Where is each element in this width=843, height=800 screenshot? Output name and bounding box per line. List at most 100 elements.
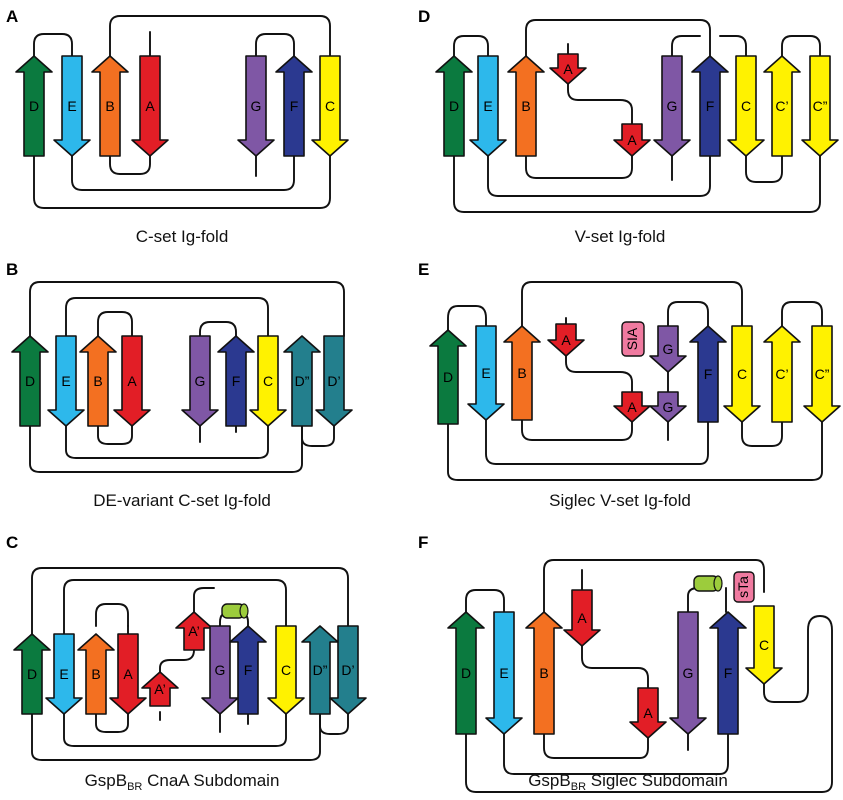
strand-a: A: [131, 55, 169, 157]
strand-b: B: [503, 325, 541, 421]
strand-label: F: [704, 366, 713, 382]
strand-label: B: [517, 365, 526, 381]
strand-arrow: [329, 625, 367, 715]
strand-b: B: [91, 55, 129, 157]
strand-a: A: [613, 123, 651, 157]
strand-label: B: [539, 665, 548, 681]
strand-label: E: [67, 98, 76, 114]
strand-label: E: [499, 665, 508, 681]
strand-arrow: [175, 611, 213, 651]
panel-b-caption: DE-variant C-set Ig-fold: [93, 491, 271, 510]
strand-label: A: [563, 61, 573, 77]
strand-arrow: [691, 55, 729, 157]
strand-label: A: [643, 705, 653, 721]
sia-ligand-box: SIA: [621, 321, 645, 357]
strand-arrow: [181, 335, 219, 427]
strand-arrow: [267, 625, 305, 715]
strand-arrow: [727, 55, 765, 157]
strand-label: A: [627, 132, 637, 148]
strand-d: D: [447, 611, 485, 735]
strand-c: C’: [763, 325, 801, 423]
strand-label: D: [27, 666, 37, 682]
strand-arrow: [763, 325, 801, 423]
strand-arrow: [217, 335, 255, 427]
strand-arrow: [803, 325, 841, 423]
strand-g: G: [201, 625, 239, 715]
strand-a: A’: [141, 671, 179, 707]
strand-arrow: [525, 611, 563, 735]
strand-arrow: [547, 323, 585, 357]
strand-label: B: [521, 98, 530, 114]
strand-a: A: [549, 53, 587, 85]
strand-label: C: [263, 373, 273, 389]
strand-label: C: [325, 98, 335, 114]
helix-icon: [221, 603, 249, 619]
strand-d: D: [435, 55, 473, 157]
strand-label: D: [25, 373, 35, 389]
strand-label: F: [244, 662, 253, 678]
panel-e-letter: E: [418, 260, 429, 279]
strand-b: B: [525, 611, 563, 735]
strand-e: E: [485, 611, 523, 735]
strand-f: F: [217, 335, 255, 427]
strand-label: C: [281, 662, 291, 678]
strand-label: D: [443, 369, 453, 385]
strand-g: G: [181, 335, 219, 427]
strand-label: G: [663, 399, 674, 415]
strand-arrow: [79, 335, 117, 427]
strand-e: E: [53, 55, 91, 157]
strand-label: A’: [188, 623, 199, 639]
strand-g: G: [669, 611, 707, 735]
strand-arrow: [503, 325, 541, 421]
strand-arrow: [709, 611, 747, 735]
strand-label: G: [215, 662, 226, 678]
strand-a: A: [563, 589, 601, 647]
strand-g: G: [653, 55, 691, 157]
strand-arrow: [447, 611, 485, 735]
strand-arrow: [131, 55, 169, 157]
strand-a: A: [109, 633, 147, 715]
strand-e: E: [47, 335, 85, 427]
strand-f: F: [275, 55, 313, 157]
strand-label: D: [449, 98, 459, 114]
strand-arrow: [485, 611, 523, 735]
strand-label: G: [251, 98, 262, 114]
panel-d-letter: D: [418, 7, 430, 26]
strand-label: B: [91, 666, 100, 682]
strand-arrow: [629, 687, 667, 739]
strand-arrow: [653, 55, 691, 157]
strand-e: E: [467, 325, 505, 421]
strand-f: F: [229, 625, 267, 715]
sia-label: SIA: [624, 327, 640, 350]
strand-label: C: [741, 98, 751, 114]
strand-arrow: [563, 589, 601, 647]
strand-arrow: [435, 55, 473, 157]
strand-label: C’: [775, 98, 788, 114]
strand-b: B: [77, 633, 115, 715]
panel-f-loops: [465, 559, 833, 793]
panel-f-letter: F: [418, 533, 428, 552]
strand-label: C”: [815, 366, 830, 382]
strand-c: C: [311, 55, 349, 157]
strand-label: C: [759, 637, 769, 653]
strand-d: D: [429, 329, 467, 425]
strand-label: G: [667, 98, 678, 114]
panel-a-loops: [33, 15, 331, 209]
strand-label: D: [29, 98, 39, 114]
strand-dp: D’: [315, 335, 353, 427]
strand-e: E: [469, 55, 507, 157]
strand-label: A: [145, 98, 155, 114]
strand-e: E: [45, 633, 83, 715]
strand-g: G: [649, 325, 687, 373]
strand-arrow: [45, 633, 83, 715]
panel-c-letter: C: [6, 533, 18, 552]
strand-f: F: [691, 55, 729, 157]
strand-g: G: [649, 391, 687, 423]
strand-arrow: [249, 335, 287, 427]
strand-arrow: [141, 671, 179, 707]
strand-label: E: [481, 365, 490, 381]
strand-dp: D’: [329, 625, 367, 715]
